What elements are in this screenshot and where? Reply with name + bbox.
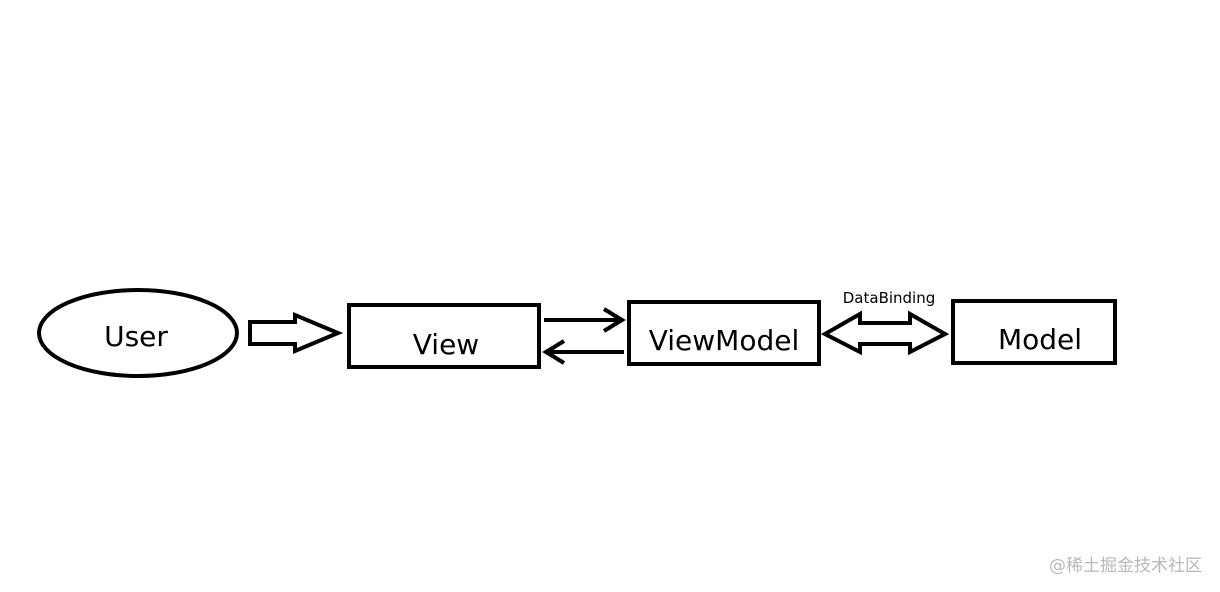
view-node-box (347, 303, 541, 369)
viewmodel-to-view-arrow (542, 339, 624, 365)
viewmodel-node-label: ViewModel (649, 324, 800, 357)
viewmodel-node-box (627, 300, 821, 366)
viewmodel-model-double-arrow (820, 310, 950, 356)
user-to-view-arrow (248, 311, 344, 355)
databinding-label: DataBinding (843, 289, 936, 307)
user-node-ellipse (37, 288, 239, 378)
view-node-label: View (413, 328, 479, 361)
view-to-viewmodel-arrow (544, 307, 626, 333)
user-node-label: User (104, 320, 168, 353)
watermark-text: @稀土掘金技术社区 (1049, 556, 1202, 576)
model-node-box (951, 299, 1117, 365)
model-node-label: Model (998, 323, 1082, 356)
